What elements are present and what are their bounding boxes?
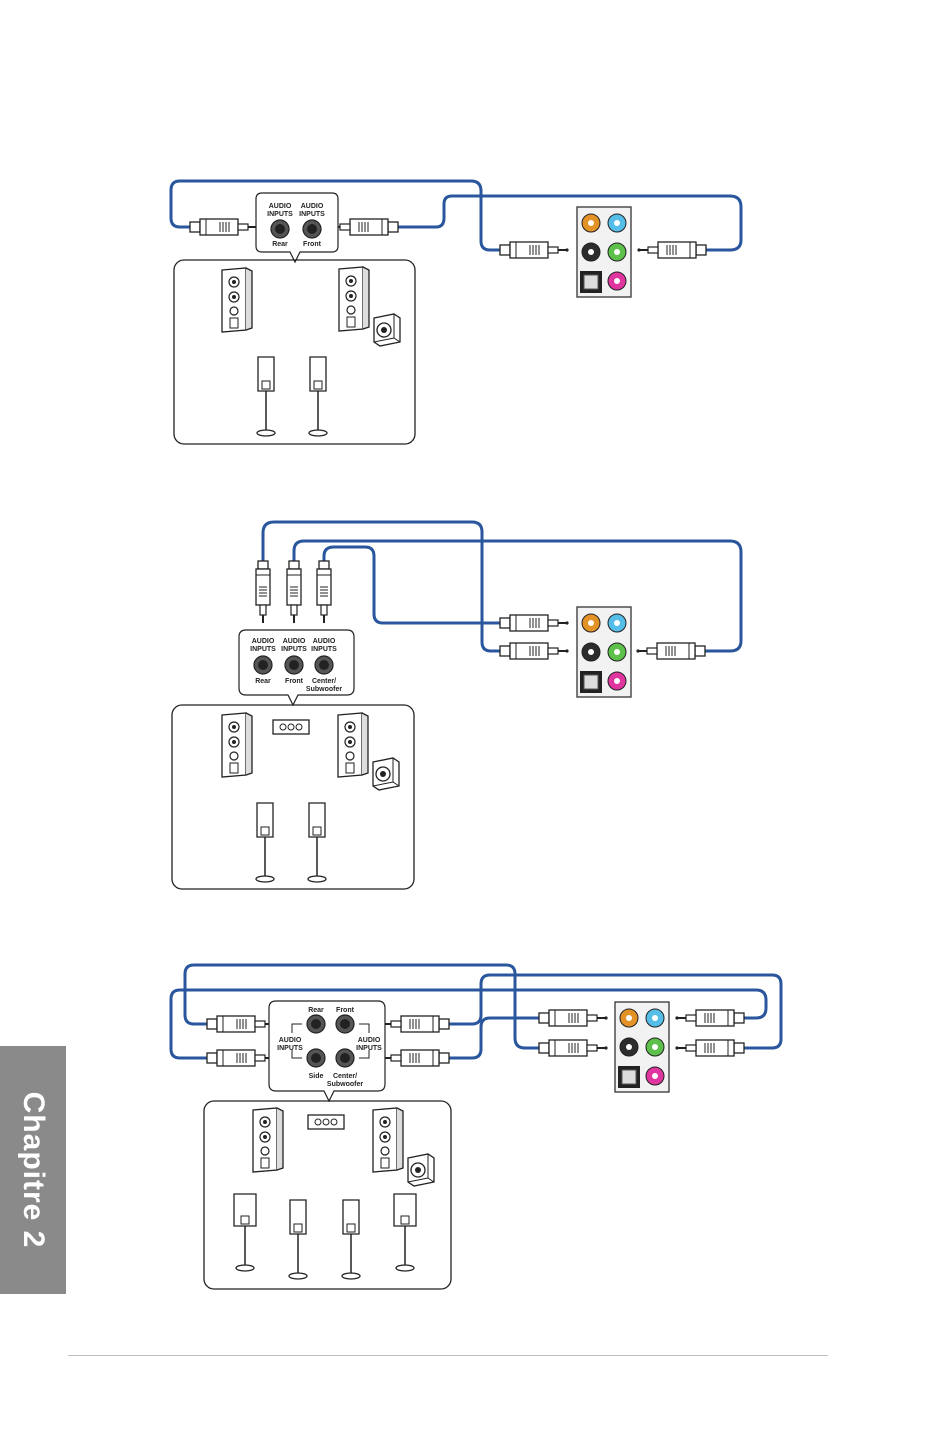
- audio-jack-icon: [307, 1049, 325, 1067]
- audio-jack-icon: [307, 1015, 325, 1033]
- jack-label-rear: Rear: [255, 678, 271, 685]
- jack-label-rear: Rear: [308, 1007, 324, 1014]
- jack-label-center: Center/: [312, 678, 336, 685]
- jack-label-front: Front: [336, 1007, 355, 1014]
- subwoofer-icon: [408, 1154, 434, 1186]
- jack-label-subwoofer: Subwoofer: [306, 686, 342, 693]
- floor-speaker-icon: [222, 713, 252, 777]
- jack-label-center: Center/: [333, 1073, 357, 1080]
- speaker-setup-box: [174, 260, 415, 444]
- rear-audio-panel-icon: [577, 607, 631, 697]
- floor-speaker-icon: [373, 1108, 403, 1172]
- audio-plug-icon: [637, 242, 706, 258]
- chapter-label: Chapitre 2: [16, 1092, 50, 1249]
- cables: [171, 965, 781, 1058]
- subwoofer-icon: [373, 758, 399, 790]
- audio-plug-icon: [500, 242, 569, 258]
- chapter-tab: Chapitre 2: [0, 1046, 66, 1294]
- satellite-speaker-icon: [342, 1200, 360, 1279]
- audio-plug-icon: [500, 615, 569, 631]
- audio-jack-icon: [254, 656, 272, 674]
- audio-plug-icon: [675, 1010, 744, 1026]
- footer-divider: [68, 1355, 828, 1356]
- jack-label-front: Front: [285, 678, 304, 685]
- jack-label-side: Side: [309, 1073, 324, 1080]
- audio-plug-icon: [539, 1010, 608, 1026]
- audio-plug-icon: [380, 1050, 449, 1066]
- audio-jack-icon: [303, 220, 321, 238]
- audio-plug-icon: [500, 643, 569, 659]
- audio-plug-icon: [380, 1016, 449, 1032]
- audio-jack-icon: [315, 656, 333, 674]
- center-speaker-icon: [308, 1115, 344, 1129]
- audio-plug-icon: [329, 219, 398, 235]
- audio-plug-icon: [287, 561, 301, 623]
- audio-jack-icon: [336, 1015, 354, 1033]
- satellite-speaker-icon: [257, 357, 275, 436]
- satellite-speaker-icon: [308, 803, 326, 882]
- satellite-speaker-icon: [394, 1194, 416, 1271]
- satellite-speaker-icon: [289, 1200, 307, 1279]
- jack-label-front: Front: [303, 241, 322, 248]
- audio-jack-icon: [285, 656, 303, 674]
- center-speaker-icon: [273, 720, 309, 734]
- floor-speaker-icon: [338, 713, 368, 777]
- satellite-speaker-icon: [309, 357, 327, 436]
- audio-plug-icon: [190, 219, 259, 235]
- floor-speaker-icon: [222, 268, 252, 332]
- floor-speaker-icon: [339, 267, 369, 331]
- audio-plug-icon: [207, 1050, 276, 1066]
- audio-jack-icon: [271, 220, 289, 238]
- jack-label-rear: Rear: [272, 241, 288, 248]
- audio-plug-icon: [317, 561, 331, 623]
- audio-jack-icon: [336, 1049, 354, 1067]
- audio-plug-icon: [256, 561, 270, 623]
- rear-audio-panel-icon: [615, 1002, 669, 1092]
- satellite-speaker-icon: [234, 1194, 256, 1271]
- rear-audio-panel-icon: [577, 207, 631, 297]
- satellite-speaker-icon: [256, 803, 274, 882]
- audio-plug-icon: [207, 1016, 276, 1032]
- floor-speaker-icon: [253, 1108, 283, 1172]
- subwoofer-icon: [374, 314, 400, 346]
- audio-plug-icon: [675, 1040, 744, 1056]
- jack-label-subwoofer: Subwoofer: [327, 1081, 363, 1088]
- audio-plug-icon: [636, 643, 705, 659]
- audio-plug-icon: [539, 1040, 608, 1056]
